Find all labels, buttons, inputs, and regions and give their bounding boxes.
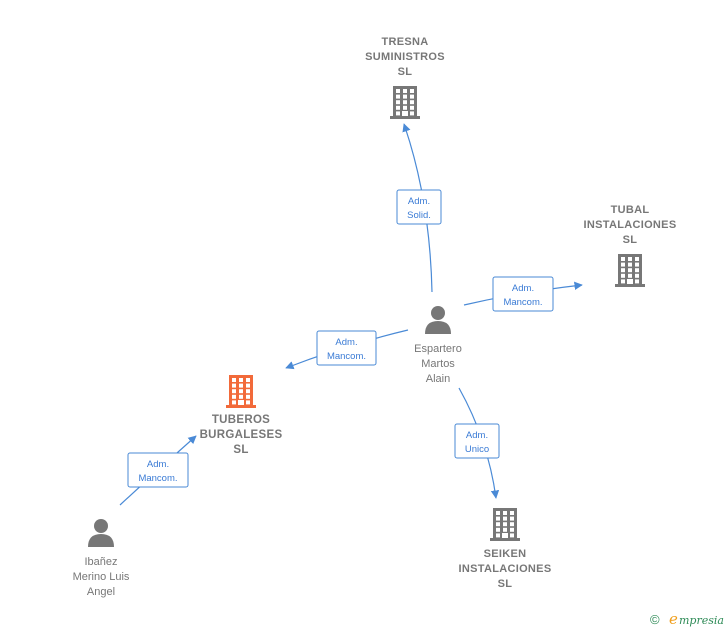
building-icon — [615, 254, 645, 287]
building-icon — [490, 508, 520, 541]
edge-espartero-to-tresna: Adm. Solid. — [396, 123, 442, 293]
relation-badge[interactable] — [127, 452, 189, 488]
relation-label: Adm. — [335, 337, 357, 348]
node-label: SUMINISTROS — [365, 51, 445, 63]
node-label: Martos — [421, 358, 455, 370]
edge-espartero-to-tubal: Adm. Mancom. — [463, 276, 583, 312]
node-label: TRESNA — [381, 36, 428, 48]
relation-label: Adm. — [512, 283, 534, 294]
relation-label: Mancom. — [503, 297, 542, 308]
relation-badge[interactable] — [316, 330, 377, 366]
node-label: SL — [498, 578, 513, 590]
edge-ibanez-to-tuberos: Adm. Mancom. — [119, 435, 197, 506]
relation-badge[interactable] — [454, 423, 500, 459]
person-icon — [88, 519, 114, 547]
relation-label: Unico — [465, 444, 489, 455]
brand-name: mpresia — [679, 614, 724, 627]
empresia-logo: © e mpresia — [650, 610, 724, 628]
node-label: Angel — [87, 586, 115, 598]
relation-label: Mancom. — [327, 351, 366, 362]
building-icon — [226, 375, 256, 408]
node-label: SEIKEN — [484, 548, 527, 560]
node-label: Alain — [426, 373, 450, 385]
node-tresna[interactable]: TRESNA SUMINISTROS SL — [365, 36, 445, 119]
relation-badge[interactable] — [396, 189, 442, 225]
node-label: Merino Luis — [73, 571, 130, 583]
node-tuberos[interactable]: TUBEROS BURGALESES SL — [200, 375, 283, 456]
relation-label: Adm. — [408, 196, 430, 207]
edge-espartero-to-seiken: Adm. Unico — [454, 387, 500, 499]
node-label: INSTALACIONES — [459, 563, 552, 575]
relation-badge[interactable] — [492, 276, 554, 312]
node-label: SL — [398, 66, 413, 78]
relation-label: Solid. — [407, 210, 431, 221]
edge-espartero-to-tuberos: Adm. Mancom. — [285, 329, 409, 370]
person-icon — [425, 306, 451, 334]
building-icon — [390, 86, 420, 119]
node-label: TUBAL — [611, 204, 650, 216]
copyright-symbol: © — [650, 612, 660, 627]
node-seiken[interactable]: SEIKEN INSTALACIONES SL — [459, 508, 552, 590]
node-label: Espartero — [414, 343, 462, 355]
node-label: SL — [623, 234, 638, 246]
relation-label: Mancom. — [138, 473, 177, 484]
node-label: BURGALESES — [200, 429, 283, 441]
node-label: Ibañez — [84, 556, 117, 568]
node-tubal[interactable]: TUBAL INSTALACIONES SL — [584, 204, 677, 287]
node-label: TUBEROS — [212, 414, 270, 426]
relation-label: Adm. — [147, 459, 169, 470]
node-label: SL — [233, 444, 248, 456]
brand-initial: e — [669, 610, 678, 628]
relation-label: Adm. — [466, 430, 488, 441]
node-label: INSTALACIONES — [584, 219, 677, 231]
